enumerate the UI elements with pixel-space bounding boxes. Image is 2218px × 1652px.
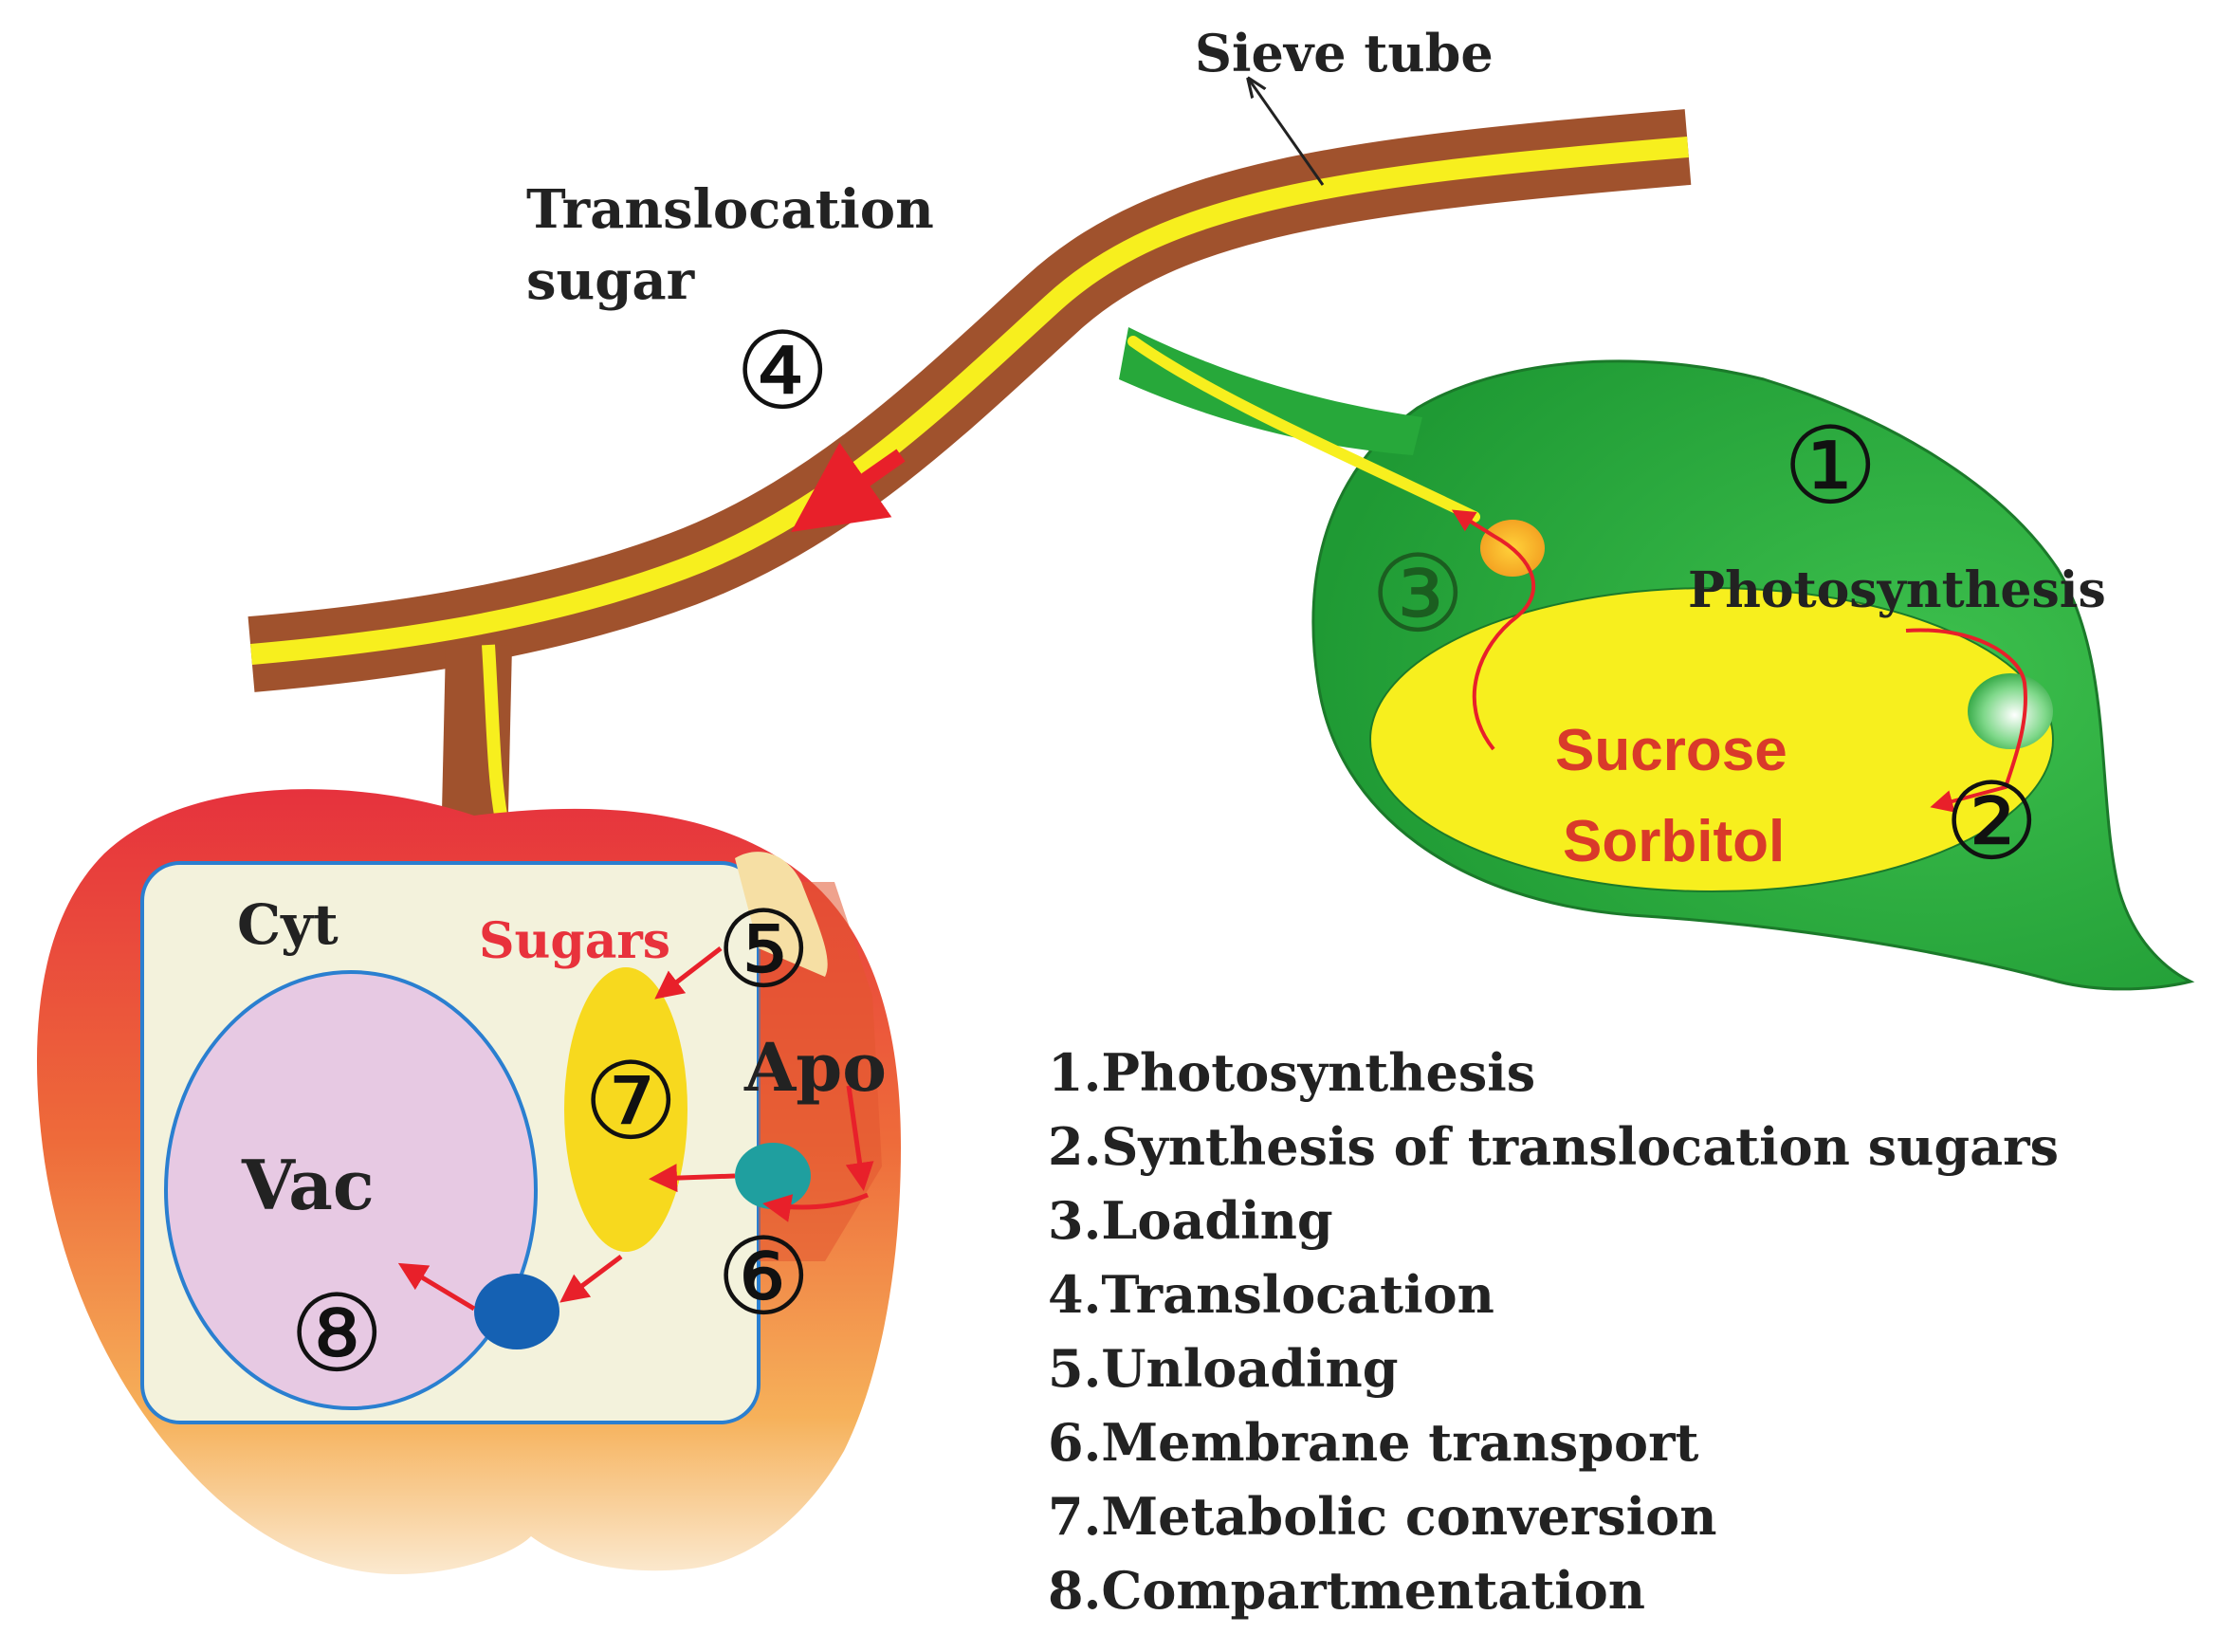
marker-compartmentation: ⑧ [289, 1273, 384, 1396]
apo-arrow-down [845, 1085, 874, 1191]
label-sugars: Sugars [479, 912, 670, 970]
sieve-tube-pointer [1250, 81, 1325, 186]
vacuole [164, 970, 538, 1410]
marker-photosynthesis: ① [1783, 405, 1878, 528]
marker-synthesis: ② [1944, 761, 2039, 884]
label-apo: Apo [743, 1028, 887, 1107]
legend-item: 1.Photosynthesis [1048, 1042, 1535, 1103]
transport-arrow [649, 1164, 736, 1193]
marker-unloading: ⑤ [716, 889, 811, 1012]
marker-metabolic-conversion: ⑦ [583, 1040, 678, 1164]
compartment-arrow [397, 1262, 476, 1312]
label-sucrose: Sucrose [1555, 718, 1787, 783]
label-sorbitol: Sorbitol [1563, 809, 1785, 874]
marker-loading: ③ [1370, 533, 1465, 656]
label-translocation: Translocation [526, 178, 934, 241]
apple-fruit [36, 789, 902, 1574]
apo-arrow-in [762, 1192, 869, 1222]
sieve-tube-phloem [250, 137, 1689, 665]
marker-membrane-transport: ⑥ [716, 1216, 811, 1339]
chloroplast [1968, 673, 2053, 749]
unloading-site [735, 852, 828, 977]
translocation-arrow [791, 442, 906, 533]
label-sugar: sugar [526, 249, 696, 312]
leaf [1119, 327, 2195, 991]
membrane-transporter [735, 1143, 811, 1209]
tonoplast-transporter [474, 1274, 559, 1349]
legend-item: 8.Compartmentation [1048, 1560, 1645, 1621]
label-vac: Vac [241, 1145, 375, 1225]
legend-item: 4.Translocation [1048, 1264, 1494, 1325]
legend-item: 5.Unloading [1048, 1338, 1399, 1399]
label-sieve-tube: Sieve tube [1195, 23, 1494, 83]
leaf-phloem-vein [1127, 336, 1480, 523]
synthesis-arrow [1905, 628, 2027, 813]
label-photosynthesis: Photosynthesis [1688, 561, 2106, 619]
leaf-petiole [1119, 327, 1422, 455]
legend-item: 7.Metabolic conversion [1048, 1486, 1716, 1547]
label-cyt: Cyt [237, 892, 339, 957]
legend: 1.Photosynthesis 2.Synthesis of transloc… [1048, 1042, 2059, 1621]
legend-item: 6.Membrane transport [1048, 1412, 1699, 1473]
legend-item: 3.Loading [1048, 1190, 1333, 1251]
loading-arrow [1451, 509, 1536, 751]
legend-item: 2.Synthesis of translocation sugars [1048, 1116, 2059, 1177]
conversion-arrow [559, 1255, 623, 1303]
marker-translocation: ④ [735, 310, 830, 433]
unloading-arrow [654, 946, 723, 1000]
mesophyll-region [1369, 587, 2054, 892]
